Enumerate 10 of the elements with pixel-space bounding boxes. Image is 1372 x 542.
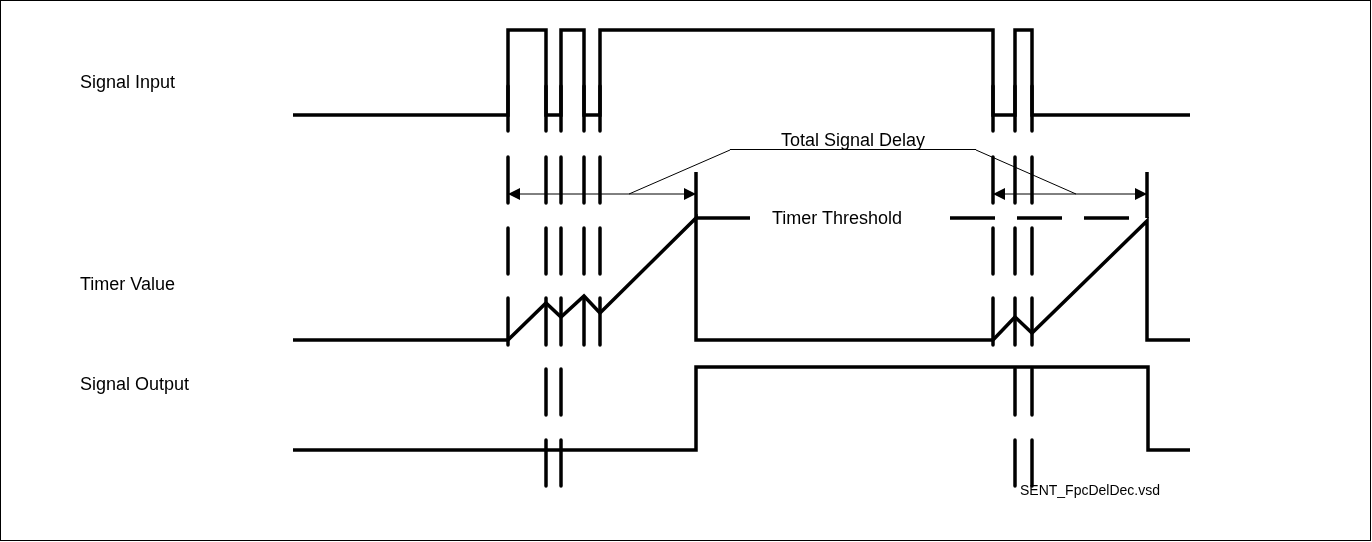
signal-name: Signal Input (80, 72, 176, 92)
callout-label: Total Signal Delay (730, 130, 976, 150)
dimension-line (992, 172, 1149, 218)
file-name: SENT_FpcDelDec.vsd (1020, 481, 1161, 500)
leader-line (628, 149, 731, 195)
threshold-label: Timer Threshold (772, 208, 903, 228)
leader-line (975, 149, 1077, 195)
signal-name: Signal Output (80, 374, 190, 394)
signal-name: Timer Value (80, 274, 176, 294)
dimension-line (507, 172, 698, 218)
